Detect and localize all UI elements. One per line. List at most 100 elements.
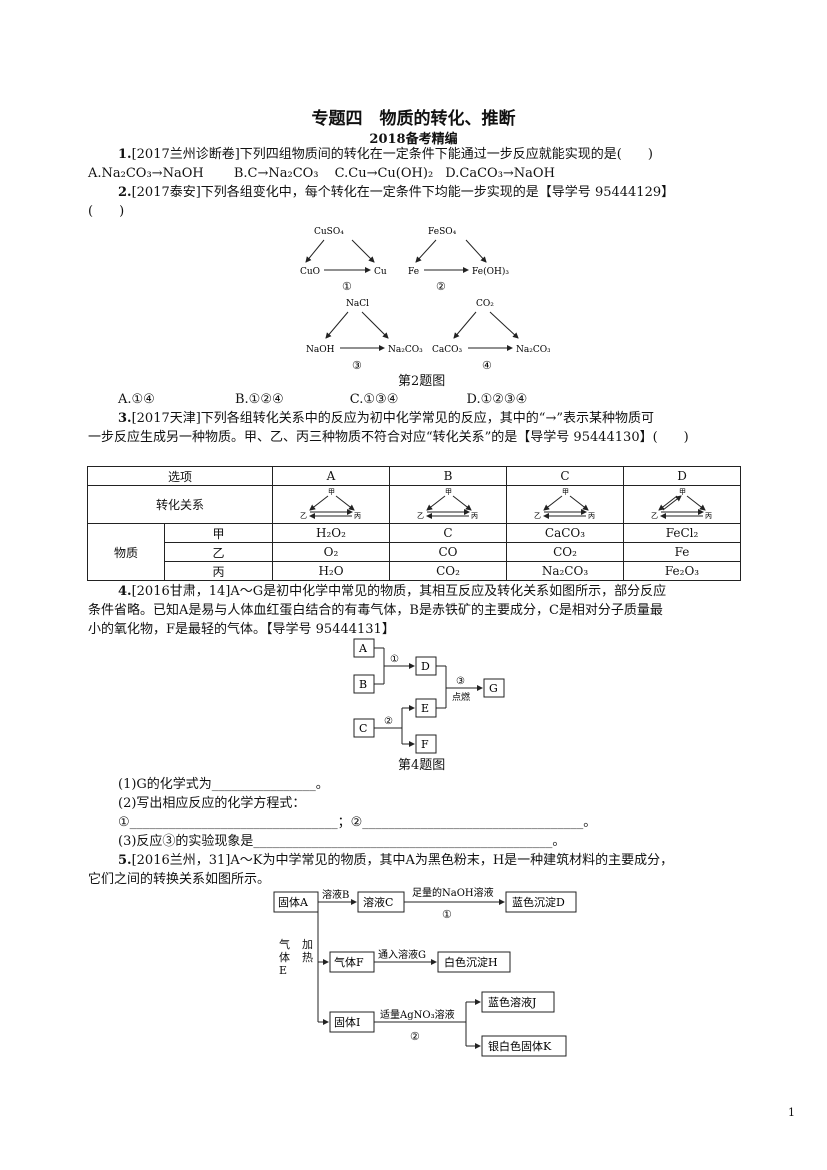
svg-text:溶液C: 溶液C (363, 895, 393, 909)
q3-relation-c-diagram: 甲 乙 丙 (534, 488, 595, 520)
q1-stem-line: 1.[2017兰州诊断卷]下列四组物质间的转化在一定条件下能通过一步反应就能实现… (118, 146, 653, 164)
q5-stem2: 它们之间的转换关系如图所示。 (88, 872, 271, 887)
q5-label-n2: ② (410, 1030, 420, 1043)
q2-options: A.①④ B.①②④ C.①③④ D.①②③④ (118, 391, 527, 409)
q2-d2-right: Fe(OH)₃ (472, 266, 509, 277)
q5-box-sol-c: 溶液C (357, 891, 405, 913)
svg-text:固体A: 固体A (278, 895, 309, 909)
q3-c-left: 乙 (534, 512, 541, 520)
q2-number: 2. (118, 185, 132, 200)
svg-text:A: A (358, 642, 368, 655)
q3-substance-label: 物质 (87, 523, 165, 581)
q3-row-jia-a: H₂O₂ (272, 523, 390, 543)
q3-b-left: 乙 (417, 512, 424, 520)
svg-text:C: C (359, 722, 367, 735)
q3-stem2: 一步反应生成另一种物质。甲、乙、丙三种物质不符合对应“转化关系”的是【导学号 9… (88, 430, 689, 445)
q3-stem1: [2017天津]下列各组转化关系中的反应为初中化学常见的反应，其中的“→”表示某… (131, 411, 654, 426)
q3-stem-line1: 3.[2017天津]下列各组转化关系中的反应为初中化学常见的反应，其中的“→”表… (118, 410, 654, 428)
q3-row-jia-d: FeCl₂ (623, 523, 741, 543)
q3-row-bing-c: Na₂CO₃ (506, 561, 624, 581)
q1-options: A.Na₂CO₃→NaOH B.C→Na₂CO₃ C.Cu→Cu(OH)₂ D.… (88, 165, 555, 183)
q2-diagram-4: CO₂ CaCO₃ Na₂CO₃ ④ (432, 299, 550, 372)
q4-sub2a: ①________________________________；②_____… (118, 815, 597, 830)
q2-diagram-2: FeSO₄ Fe Fe(OH)₃ ② (408, 227, 509, 293)
q3-row-yi-label: 乙 (164, 542, 273, 562)
q5-label-sol-g: 通入溶液G (378, 948, 426, 961)
q3-row-yi-b: CO (389, 542, 507, 562)
q3-relation-d-diagram: 甲 乙 丙 (651, 488, 712, 520)
q2-d2-num: ② (436, 280, 446, 293)
q3-row-bing-d: Fe₂O₃ (623, 561, 741, 581)
q5-label-naoh: 足量的NaOH溶液 (412, 886, 494, 899)
q4-step3: ③ (456, 676, 465, 687)
q3-row-yi-a: O₂ (272, 542, 390, 562)
q2-d4-num: ④ (482, 359, 492, 372)
q2-stem: [2017泰安]下列各组变化中，每个转化在一定条件下均能一步实现的是【导学号 9… (131, 185, 675, 200)
q2-option-d: D.①②③④ (466, 392, 528, 407)
q4-box-d: D (415, 656, 437, 676)
q4-box-c: C (353, 718, 375, 738)
q2-stem-paren: ( ) (88, 204, 125, 219)
q2-d1-num: ① (342, 280, 352, 293)
q3-row-yi-d: Fe (623, 542, 741, 562)
q3-row-bing-b: CO₂ (389, 561, 507, 581)
q5-box-solid-k: 银白色固体K (481, 1035, 567, 1057)
q3-number: 3. (118, 411, 132, 426)
q3-a-left: 乙 (300, 512, 307, 520)
page-title: 专题四 物质的转化、推断 (311, 109, 516, 129)
svg-text:气体F: 气体F (334, 955, 364, 969)
svg-text:白色沉淀H: 白色沉淀H (444, 955, 498, 969)
svg-text:蓝色沉淀D: 蓝色沉淀D (512, 895, 565, 909)
q4-stem2: 条件省略。已知A是易与人体血红蛋白结合的有毒气体，B是赤铁矿的主要成分，C是相对… (88, 603, 663, 618)
q5-box-solid-i: 固体I (329, 1011, 375, 1033)
q3-row-jia-label: 甲 (164, 523, 273, 543)
q3-row-bing-a: H₂O (272, 561, 390, 581)
q5-label-n1: ① (442, 908, 452, 921)
q5-number: 5. (118, 853, 132, 868)
q1-option-b: B.C→Na₂CO₃ (233, 166, 319, 181)
q5-stem-line1: 5.[2016兰州，31]A～K为中学常见的物质，其中A为黑色粉末，H是一种建筑… (118, 852, 673, 870)
q4-sub3: (3)反应③的实验现象是____________________________… (118, 834, 566, 849)
q4-box-e: E (415, 698, 437, 718)
q3-header-label: 选项 (87, 466, 273, 486)
q4-caption: 第4题图 (398, 758, 446, 773)
q3-relation-a-diagram: 甲 乙 丙 (300, 488, 361, 520)
svg-text:蓝色溶液J: 蓝色溶液J (488, 995, 536, 1009)
q3-relation-b: 甲 乙 丙 (389, 485, 507, 524)
q4-stem1: [2016甘肃，14]A～G是初中化学中常见的物质，其相互反应及转化关系如图所示… (131, 584, 667, 599)
q4-number: 4. (118, 584, 132, 599)
q3-relation-a: 甲 乙 丙 (272, 485, 390, 524)
q3-row-jia-c: CaCO₃ (506, 523, 624, 543)
page-number: 1 (788, 1106, 795, 1119)
q4-sub1: (1)G的化学式为________________。 (118, 777, 329, 792)
q2-d3-left: NaOH (306, 345, 335, 355)
q4-flow-diagram: A B D G C E F ① ③ 点燃 ② (353, 638, 505, 754)
q4-box-a: A (353, 638, 375, 658)
q4-box-g: G (483, 678, 505, 698)
q4-step2: ② (384, 716, 393, 727)
q4-stem-line1: 4.[2016甘肃，14]A～G是初中化学中常见的物质，其相互反应及转化关系如图… (118, 583, 666, 601)
q4-sub2: (2)写出相应反应的化学方程式： (118, 796, 306, 811)
q2-option-c: C.①③④ (349, 392, 399, 407)
q5-flow-diagram: 固体A 溶液C 蓝色沉淀D 气体F 白色沉淀H 固体I 蓝色溶液J 银白色固体K… (273, 886, 577, 1057)
svg-text:D: D (421, 660, 430, 673)
q2-d1-right: Cu (374, 267, 387, 277)
svg-text:B: B (359, 678, 367, 691)
q5-box-pp-d: 蓝色沉淀D (505, 891, 577, 913)
svg-text:银白色固体K: 银白色固体K (488, 1039, 552, 1053)
q4-box-b: B (353, 674, 375, 694)
q5-box-solid-a: 固体A (273, 891, 319, 913)
q2-d3-num: ③ (352, 359, 362, 372)
q2-caption: 第2题图 (398, 374, 446, 389)
q3-col-d: D (623, 466, 741, 486)
q3-table: 选项 A B C D 转化关系 甲 乙 丙 甲 乙 丙 (87, 466, 741, 581)
q3-relation-b-diagram: 甲 乙 丙 (417, 488, 478, 520)
q3-d-right: 丙 (705, 512, 712, 520)
q1-option-a: A.Na₂CO₃→NaOH (88, 166, 204, 181)
q4-box-f: F (415, 734, 437, 754)
q5-label-agno3: 适量AgNO₃溶液 (380, 1008, 455, 1021)
q2-d4-left: CaCO₃ (432, 345, 463, 355)
q3-relation-label: 转化关系 (87, 485, 273, 524)
q2-d4-right: Na₂CO₃ (516, 345, 550, 355)
q1-number: 1. (118, 147, 132, 162)
